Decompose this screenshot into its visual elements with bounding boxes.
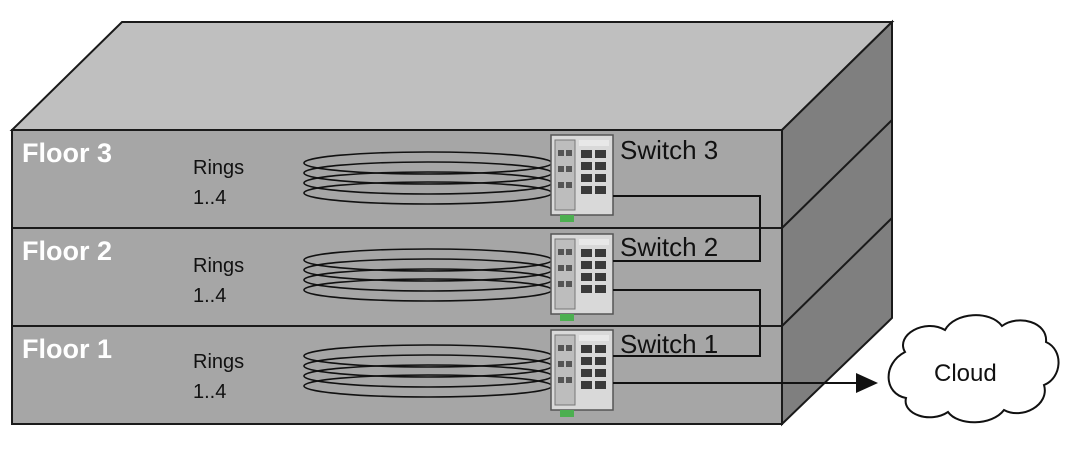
uplink-switch3-to-switch2 — [613, 195, 761, 262]
switch-3-device — [550, 134, 614, 222]
building-top-face — [9, 21, 895, 131]
arrowhead-icon — [856, 373, 878, 393]
cloud-label: Cloud — [934, 360, 997, 387]
side-divider-1 — [781, 119, 893, 229]
switch-3-label: Switch 3 — [620, 135, 718, 165]
uplink-switch2-to-switch1 — [613, 289, 761, 357]
floor-2-label: Floor 2 — [22, 236, 112, 266]
floor-3-front — [11, 129, 783, 229]
cloud-icon — [887, 314, 1060, 424]
floor-3-label: Floor 3 — [22, 138, 112, 168]
floor-1-label: Floor 1 — [22, 334, 112, 364]
floor-1-rings-range: 1..4 — [193, 381, 226, 403]
floor-3-rings-range: 1..4 — [193, 187, 226, 209]
switch-1-device — [550, 329, 614, 417]
switch-1-label: Switch 1 — [620, 329, 718, 359]
floor-1-rings-label: Rings — [193, 351, 244, 373]
floor-3-rings-label: Rings — [193, 157, 244, 179]
floor-2-front — [11, 227, 783, 327]
floor-2-rings-range: 1..4 — [193, 285, 226, 307]
switch-2-label: Switch 2 — [620, 232, 718, 262]
side-divider-2 — [781, 217, 893, 327]
floor-2-rings-label: Rings — [193, 255, 244, 277]
switch-2-device — [550, 233, 614, 321]
